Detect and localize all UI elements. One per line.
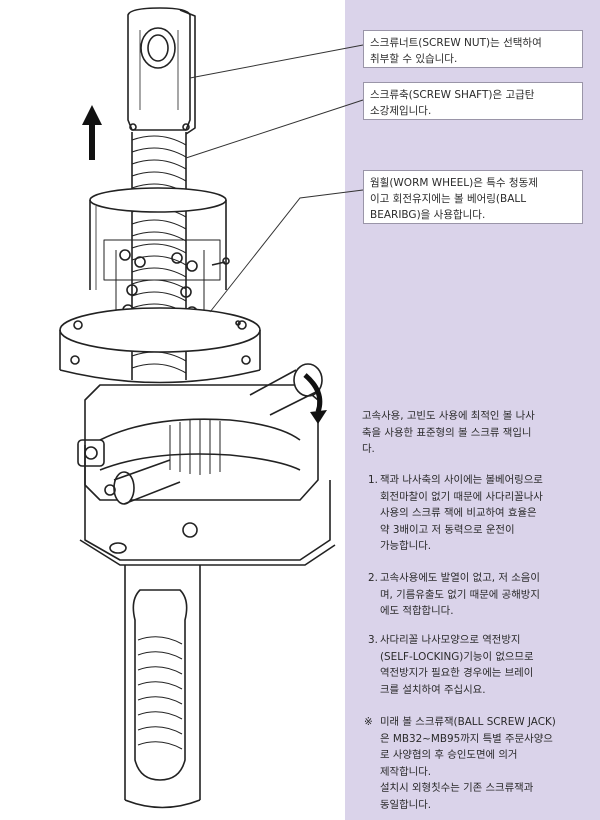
clevis-hole — [140, 27, 176, 69]
list-item-text: 고속사용에도 발열이 없고, 저 소음이 며, 기름유출도 없기 때문에 공해방… — [380, 572, 540, 618]
base-plate — [79, 445, 336, 566]
list-item-number: 3. — [368, 634, 378, 646]
description-panel — [345, 0, 600, 820]
ball-screw-jack-illustration — [59, 7, 336, 809]
callout-worm-wheel: 웜휠(WORM WHEEL)은 특수 청동제 이고 회전유지에는 볼 베어링(B… — [363, 170, 583, 224]
protection-tube — [124, 565, 201, 809]
note-mark: ※ — [364, 716, 373, 728]
worm-gearbox — [77, 363, 323, 505]
list-item-number: 2. — [368, 572, 378, 584]
note-text: 미래 볼 스크류잭(BALL SCREW JACK) 은 MB32∼MB95까지… — [380, 716, 556, 811]
clevis-end — [127, 7, 191, 131]
intro-paragraph: 고속사용, 고빈도 사용에 최적인 볼 나사 축을 사용한 표준형의 볼 스크류… — [362, 410, 535, 456]
rotation-arrow-icon — [303, 373, 323, 413]
list-item-text: 잭과 나사축의 사이에는 볼베어링으로 회전마찰이 없기 때문에 사다리꼴나사 … — [380, 474, 543, 553]
list-item-text: 사다리꼴 나사모양으로 역전방지 (SELF-LOCKING)기능이 없으므로 … — [380, 634, 534, 696]
list-item-number: 1. — [368, 474, 378, 486]
flange — [59, 307, 261, 384]
callout-screw-shaft: 스크류축(SCREW SHAFT)은 고급탄 소강제입니다. — [363, 82, 583, 120]
callout-screw-nut: 스크류너트(SCREW NUT)는 선택하여 취부할 수 있습니다. — [363, 30, 583, 68]
up-arrow-icon — [82, 105, 102, 160]
